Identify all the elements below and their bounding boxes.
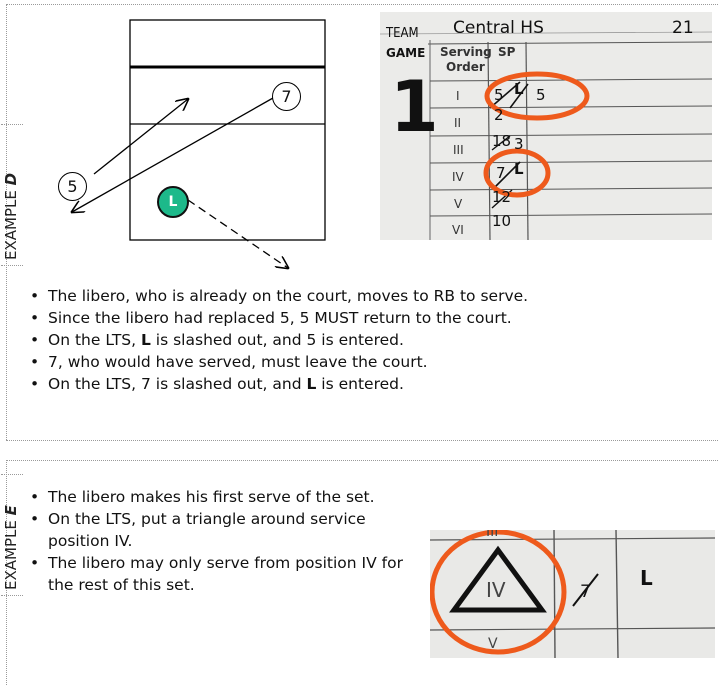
highlight-ellipse-iv — [483, 148, 551, 198]
row-entry-libero: L — [514, 80, 524, 98]
section-divider — [6, 440, 718, 441]
lts-triangle-grid — [430, 530, 715, 658]
team-number: 21 — [672, 18, 694, 38]
player-7-label: 7 — [281, 87, 292, 106]
lineup-sheet-grid — [380, 12, 712, 240]
row-entry: 7 — [496, 164, 506, 182]
list-item: On the LTS, L is slashed out, and 5 is e… — [30, 329, 710, 351]
example-d-label-box — [1, 124, 23, 266]
list-item: On the LTS, 7 is slashed out, and L is e… — [30, 373, 710, 395]
section-e-top-border — [6, 460, 718, 461]
team-name: Central HS — [453, 18, 544, 38]
player-7-circle: 7 — [272, 82, 301, 111]
row-entry: 12 — [492, 188, 512, 206]
row-entry: 5 — [494, 86, 504, 104]
row-entry: 2 — [494, 106, 504, 124]
section-e-left-border — [6, 460, 7, 685]
lts-triangle-photo: III IV V 7 L — [430, 530, 715, 658]
row-pos: V — [454, 197, 463, 211]
entry-7: 7 — [580, 582, 591, 602]
lineup-sheet-photo: TEAM Central HS 21 GAME 1 Serving Order … — [380, 12, 712, 240]
row-pos: II — [454, 116, 462, 130]
court-diagram — [40, 19, 326, 277]
list-item: The libero, who is already on the court,… — [30, 285, 710, 307]
row-entry-sub: 3 — [514, 135, 524, 153]
row-entry: 18 — [492, 132, 512, 150]
serving-order-header-2: Order — [446, 60, 485, 74]
libero-label: L — [168, 194, 178, 210]
list-item: 7, who would have served, must leave the… — [30, 351, 710, 373]
highlight-ellipse-i — [484, 71, 590, 121]
pos-above: III — [486, 530, 499, 540]
example-e-label-box — [1, 474, 23, 596]
list-item: The libero may only serve from position … — [30, 552, 410, 596]
row-pos: IV — [452, 170, 464, 184]
arrow-7-to-serve — [72, 97, 274, 212]
pos-iv: IV — [486, 578, 506, 602]
triangle-mark — [449, 545, 547, 613]
section-d-left-border — [6, 4, 7, 440]
row-pos: I — [456, 89, 460, 103]
player-5-label: 5 — [67, 177, 78, 196]
list-item: Since the libero had replaced 5, 5 MUST … — [30, 307, 710, 329]
row-pos: VI — [452, 223, 464, 237]
section-d-top-border — [6, 4, 718, 5]
serving-order-header: Serving — [440, 45, 492, 59]
example-d-bullets: The libero, who is already on the court,… — [30, 285, 710, 395]
entry-libero: L — [640, 566, 653, 590]
arrow-5-to-front — [93, 99, 188, 175]
team-label: TEAM — [386, 26, 419, 41]
example-e-bullets: The libero makes his first serve of the … — [30, 486, 410, 596]
list-item: The libero makes his first serve of the … — [30, 486, 410, 508]
player-5-circle: 5 — [58, 172, 87, 201]
arrow-libero-dashed — [187, 199, 288, 268]
libero-circle: L — [157, 186, 189, 218]
row-entry: 10 — [492, 212, 512, 230]
row-entry-libero: L — [514, 160, 524, 178]
row-entry-return: 5 — [536, 86, 546, 104]
game-number: 1 — [390, 66, 439, 148]
pos-below: V — [488, 636, 498, 652]
row-pos: III — [453, 143, 464, 157]
court-outline — [129, 19, 326, 241]
sp-header: SP — [498, 45, 516, 59]
highlight-circle — [430, 530, 567, 655]
game-label: GAME — [386, 46, 426, 60]
list-item: On the LTS, put a triangle around servic… — [30, 508, 410, 552]
